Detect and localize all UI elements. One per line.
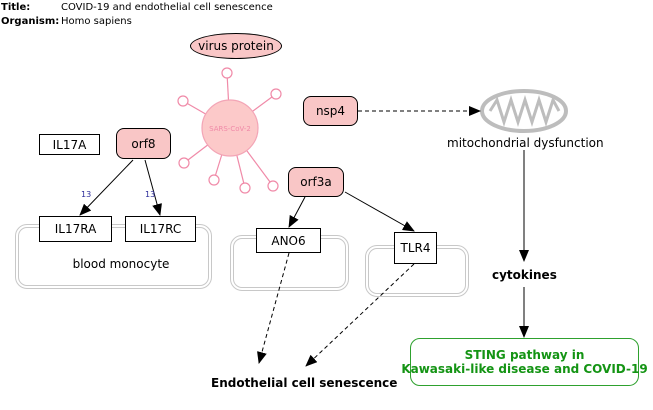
node-tlr4[interactable]: TLR4 (394, 232, 437, 264)
sting-line-1: STING pathway in (464, 348, 585, 362)
blood-monocyte-compartment (15, 224, 212, 289)
blood-monocyte-label: blood monocyte (72, 257, 170, 271)
title-value: COVID-19 and endothelial cell senescence (61, 2, 273, 13)
node-orf8[interactable]: orf8 (116, 128, 171, 159)
il17a-label: IL17A (52, 137, 87, 152)
organism-value: Homo sapiens (61, 16, 132, 27)
cytokines-label: cytokines (492, 268, 557, 282)
edge-tlr4-senescence (305, 263, 415, 367)
edge-orf3a-tlr4 (344, 191, 415, 232)
node-nsp4[interactable]: nsp4 (303, 96, 358, 126)
nsp4-label: nsp4 (315, 104, 346, 118)
edge-orf8-il17ra (79, 159, 134, 216)
endothelial-senescence-label: Endothelial cell senescence (211, 376, 398, 390)
organism-label: Organism: (1, 16, 60, 27)
node-ano6[interactable]: ANO6 (256, 228, 321, 253)
il17rc-label: IL17RC (139, 222, 182, 236)
il17ra-label: IL17RA (54, 222, 97, 236)
virus-protein-label: virus protein (198, 39, 274, 53)
node-il17a[interactable]: IL17A (39, 134, 100, 155)
orf8-label: orf8 (131, 136, 156, 151)
edge-orf8-il17rc (144, 159, 162, 216)
sting-line-2: Kawasaki-like disease and COVID-19 (401, 362, 648, 376)
sars-cov-2-icon (177, 67, 282, 194)
ano6-label: ANO6 (271, 233, 306, 248)
mitochondrion-icon (480, 89, 568, 133)
sting-pathway-node[interactable]: STING pathway in Kawasaki-like disease a… (401, 338, 648, 386)
tlr4-label: TLR4 (400, 241, 431, 255)
orf3a-label: orf3a (300, 175, 332, 189)
organism-row: Organism:Homo sapiens (1, 16, 132, 27)
sars-cov-2-label: SARS-CoV-2 (209, 125, 251, 133)
mitochondrial-dysfunction-label: mitochondrial dysfunction (447, 136, 604, 150)
edge-label-orf8-il17rc: 13 (145, 190, 155, 199)
edge-ano6-senescence (257, 252, 290, 364)
node-il17rc[interactable]: IL17RC (125, 216, 196, 242)
virus-protein-legend[interactable]: virus protein (190, 33, 282, 59)
node-orf3a[interactable]: orf3a (288, 167, 344, 197)
edge-orf3a-ano6 (288, 196, 306, 228)
edge-label-orf8-il17ra: 13 (81, 190, 91, 199)
node-il17ra[interactable]: IL17RA (39, 216, 112, 242)
title-label: Title: (1, 2, 31, 13)
title-row: Title: COVID-19 and endothelial cell sene… (1, 2, 273, 13)
